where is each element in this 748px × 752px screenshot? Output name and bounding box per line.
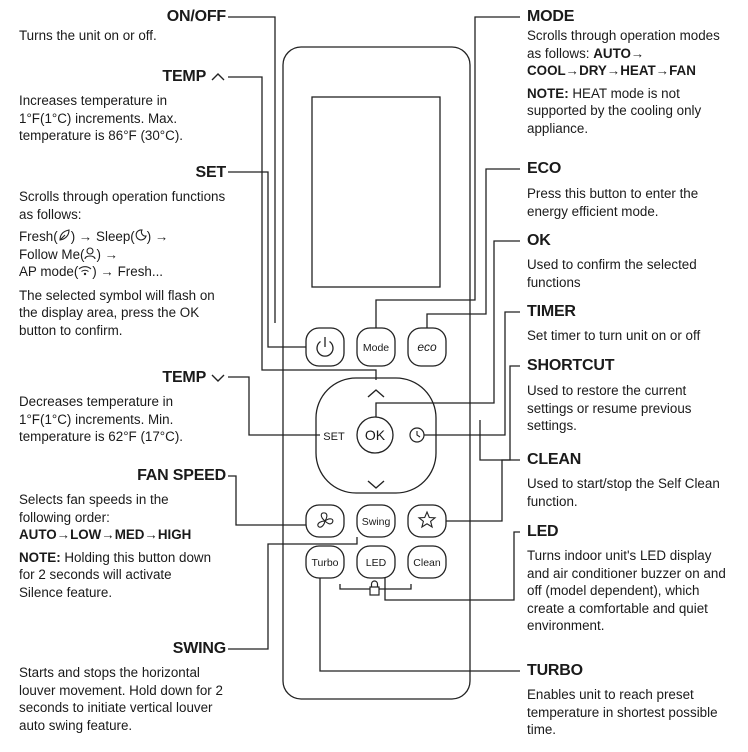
ok-desc: Used to confirm the selected functions xyxy=(527,257,697,290)
mode-note-text: HEAT mode is not supported by the coolin… xyxy=(527,85,702,136)
fan-speed-title: FAN SPEED xyxy=(137,467,226,484)
mode-desc: Scrolls through operation modes as follo… xyxy=(527,27,737,137)
fan-note: NOTE: Holding this button down for 2 sec… xyxy=(19,549,219,602)
fan-note-label: NOTE: xyxy=(19,549,61,565)
set-follow: Follow Me( xyxy=(19,246,85,262)
temp-up-desc: Increases temperature in 1°F(1°C) increm… xyxy=(19,93,184,143)
mode-note-label: NOTE: xyxy=(527,85,569,101)
temp-down-title: TEMP xyxy=(162,369,226,387)
swing-title: SWING xyxy=(172,640,226,657)
eco-title: ECO xyxy=(527,160,562,177)
set-sequence: Fresh() → Sleep() → Follow Me() → AP mod… xyxy=(19,228,229,281)
power-icon xyxy=(316,337,334,357)
set-close-2: ) xyxy=(146,229,152,244)
temp-down-desc: Decreases temperature in 1°F(1°C) increm… xyxy=(19,394,184,444)
fan-note-text: Holding this button down for 2 seconds w… xyxy=(19,549,212,600)
swing-button-label: Swing xyxy=(362,516,391,528)
set-intro: Scrolls through operation functions as f… xyxy=(19,189,226,222)
swing-desc: Starts and stops the horizontal louver m… xyxy=(19,665,223,733)
set-arrow-2: → xyxy=(154,229,169,244)
shortcut-title: SHORTCUT xyxy=(527,357,615,374)
set-close-4: ) xyxy=(92,264,97,279)
leader-lines-left xyxy=(228,16,377,650)
mode-title: MODE xyxy=(527,8,575,25)
set-arrow-4: → xyxy=(100,264,114,279)
moon-icon xyxy=(135,229,147,241)
onoff-title: ON/OFF xyxy=(166,8,226,25)
shortcut-desc: Used to restore the current settings or … xyxy=(527,383,692,433)
chevron-down-icon xyxy=(211,374,225,382)
chevron-up-icon xyxy=(211,72,225,81)
set-button[interactable]: SET xyxy=(323,431,345,443)
fan-order: AUTO→LOW→MED→HIGH xyxy=(19,527,192,542)
leaf-icon xyxy=(59,229,70,241)
set-arrow-3: → xyxy=(104,246,119,262)
set-note: The selected symbol will flash on the di… xyxy=(19,287,215,338)
clean-desc: Used to start/stop the Self Clean functi… xyxy=(527,476,720,509)
remote-display xyxy=(311,96,441,288)
turbo-button-label: Turbo xyxy=(311,557,338,569)
led-desc: Turns indoor unit's LED display and air … xyxy=(527,548,726,633)
turbo-button[interactable] xyxy=(305,545,345,579)
temp-up-button[interactable] xyxy=(367,389,385,398)
led-title: LED xyxy=(527,523,559,540)
temp-down-button[interactable] xyxy=(367,480,385,489)
set-sleep: Sleep( xyxy=(96,229,135,244)
eco-button-label: eco xyxy=(417,340,437,354)
set-ap: AP mode( xyxy=(19,264,79,279)
set-close-1: ) xyxy=(70,229,76,244)
eco-desc: Press this button to enter the energy ef… xyxy=(527,186,699,219)
set-arrow-1: → xyxy=(78,229,93,244)
turbo-title: TURBO xyxy=(527,662,583,679)
swing-button[interactable] xyxy=(356,504,396,538)
set-close-3: ) xyxy=(96,246,101,262)
ok-button[interactable] xyxy=(356,416,394,454)
set-desc: Scrolls through operation functions as f… xyxy=(19,188,229,344)
fan-desc-text: Selects fan speeds in the following orde… xyxy=(19,492,169,525)
lock-icon xyxy=(369,580,380,596)
mode-order: AUTO→ COOL→DRY→HEAT→FAN xyxy=(527,45,696,79)
ok-title: OK xyxy=(527,232,551,249)
mode-desc-text: Scrolls through operation modes as follo… xyxy=(527,27,737,80)
temp-down-title-text: TEMP xyxy=(162,369,206,386)
temp-up-title-text: TEMP xyxy=(162,68,206,85)
led-button[interactable] xyxy=(356,545,396,579)
led-button-label: LED xyxy=(366,557,387,569)
clean-button[interactable] xyxy=(407,545,447,579)
wifi-icon xyxy=(78,266,92,276)
ok-button-label: OK xyxy=(365,427,386,443)
timer-desc: Set timer to turn unit on or off xyxy=(527,328,701,343)
turbo-desc: Enables unit to reach preset temperature… xyxy=(527,687,718,737)
clean-button-label: Clean xyxy=(413,557,441,569)
shortcut-button[interactable] xyxy=(407,504,447,538)
timer-title: TIMER xyxy=(527,303,576,320)
temp-up-title: TEMP xyxy=(162,68,226,86)
mode-desc-main: Scrolls through operation modes as follo… xyxy=(527,28,720,61)
leader-lines-right xyxy=(319,16,520,672)
fan-icon xyxy=(317,512,334,528)
fan-speed-desc: Selects fan speeds in the following orde… xyxy=(19,491,219,601)
person-icon xyxy=(84,246,97,259)
set-fresh: Fresh( xyxy=(19,229,58,244)
onoff-desc: Turns the unit on or off. xyxy=(19,28,157,43)
set-title: SET xyxy=(195,164,226,181)
set-fresh-end: Fresh... xyxy=(117,264,164,279)
clean-title: CLEAN xyxy=(527,451,582,468)
star-icon xyxy=(417,510,437,529)
mode-note: NOTE: HEAT mode is not supported by the … xyxy=(527,85,737,138)
mode-button-label: Mode xyxy=(363,342,389,354)
